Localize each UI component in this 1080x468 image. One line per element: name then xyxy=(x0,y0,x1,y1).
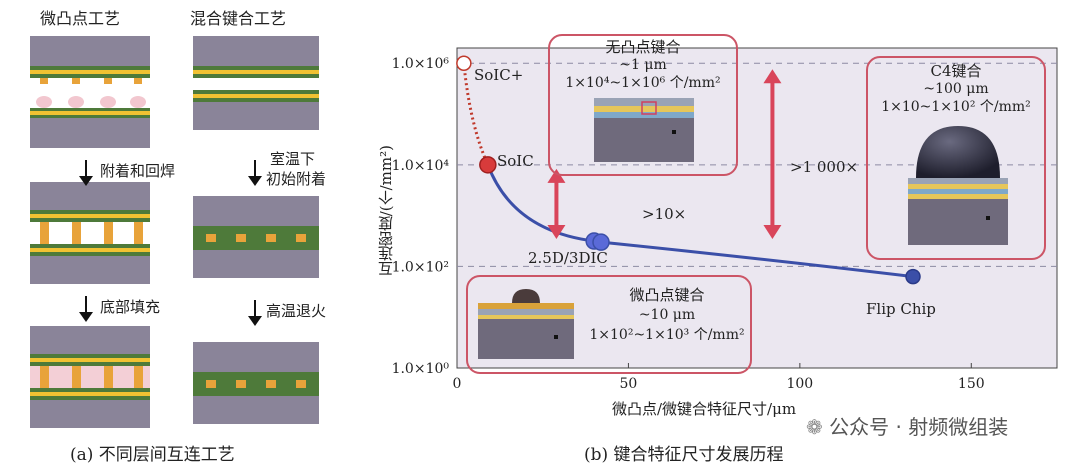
point-label-flip-chip: Flip Chip xyxy=(866,300,936,318)
y-axis-ticks: 1.0×10⁰ 1.0×10² 1.0×10⁴ 1.0×10⁶ xyxy=(392,56,450,377)
point-label-soic-plus: SoIC+ xyxy=(474,66,524,84)
callout-c4-size: ~100 μm xyxy=(923,81,989,97)
y-tick-label: 1.0×10⁴ xyxy=(392,158,450,174)
trend-line-dotted xyxy=(462,63,490,166)
point-label-soic: SoIC xyxy=(497,152,534,170)
callout-c4-title: C4键合 xyxy=(930,62,982,80)
arrow-down-icon xyxy=(248,300,262,326)
arrow-down-icon xyxy=(79,296,93,322)
arrow-down-icon xyxy=(248,160,262,186)
callout-bumpless-title: 无凸点键合 xyxy=(605,38,681,56)
step1-right-label-line1: 室温下 xyxy=(270,150,316,168)
point-label-2-5d-3dic: 2.5D/3DIC xyxy=(528,249,608,267)
callout-bumpless-density: 1×10⁴~1×10⁶ 个/mm² xyxy=(565,75,721,91)
x-axis-ticks: 0 50 100 150 xyxy=(453,363,985,392)
microbump-reflow xyxy=(30,182,150,284)
callout-c4-density: 1×10~1×10² 个/mm² xyxy=(881,99,1031,115)
trend-line xyxy=(486,164,914,279)
hybrid-initial-attach xyxy=(193,196,319,278)
arrow-down-head-icon xyxy=(763,225,782,240)
ratio-arrows xyxy=(547,69,782,240)
watermark-text: 公众号 · 射频微组装 xyxy=(829,415,1009,439)
data-point xyxy=(592,233,610,251)
ratio-1000-arrow xyxy=(763,69,782,240)
panel-a-caption: (a) 不同层间互连工艺 xyxy=(70,445,235,465)
process-illustrations xyxy=(30,36,319,428)
arrow-down-head-icon xyxy=(547,225,566,240)
step1-right-label-line2: 初始附着 xyxy=(266,170,327,188)
ratio-10-arrow xyxy=(547,168,566,240)
arrow-up-head-icon xyxy=(547,168,566,183)
x-axis-label: 微凸点/微键合特征尺寸/μm xyxy=(612,400,797,418)
x-tick-label: 150 xyxy=(958,376,985,392)
callout-microbump-size: ~10 μm xyxy=(638,307,696,323)
microbump-underfill xyxy=(30,326,150,428)
y-tick-label: 1.0×10⁶ xyxy=(392,56,450,72)
y-tick-label: 1.0×10² xyxy=(392,259,449,275)
callout-bumpless: 无凸点键合 ~1 μm 1×10⁴~1×10⁶ 个/mm² xyxy=(548,34,738,176)
y-axis-label: 互连密度/(个/mm²) xyxy=(377,145,395,277)
watermark: ❁ 公众号 · 射频微组装 xyxy=(806,411,1008,440)
panel-b-caption: (b) 键合特征尺寸发展历程 xyxy=(584,445,784,465)
c4-bump-illustration xyxy=(908,126,1008,245)
arrow-up-head-icon xyxy=(763,69,782,84)
data-point xyxy=(456,55,472,71)
callout-microbump-title: 微凸点键合 xyxy=(629,286,705,304)
ratio-10-label: >10× xyxy=(642,205,687,223)
ratio-1000-label: >1 000× xyxy=(790,158,859,176)
data-points xyxy=(456,55,921,285)
data-point xyxy=(479,156,497,174)
bumpless-chip-illustration xyxy=(594,98,694,162)
x-tick-label: 100 xyxy=(786,376,813,392)
col1-title: 微凸点工艺 xyxy=(40,9,121,28)
hybrid-annealed xyxy=(193,342,319,424)
callout-bumpless-size: ~1 μm xyxy=(619,57,667,73)
wechat-icon: ❁ xyxy=(806,415,830,439)
hybrid-before xyxy=(193,36,319,130)
microbump-chip-illustration xyxy=(478,289,574,359)
microbump-before xyxy=(30,36,150,148)
data-point xyxy=(905,268,921,285)
x-tick-label: 50 xyxy=(620,376,638,392)
arrow-down-icon xyxy=(79,160,93,186)
x-tick-label: 0 xyxy=(453,376,462,392)
callout-microbump: 微凸点键合 ~10 μm 1×10²~1×10³ 个/mm² xyxy=(466,275,752,374)
step1-left-label: 附着和回焊 xyxy=(100,162,176,180)
callout-microbump-density: 1×10²~1×10³ 个/mm² xyxy=(589,327,745,343)
step2-left-label: 底部填充 xyxy=(100,298,161,316)
col2-title: 混合键合工艺 xyxy=(190,9,287,28)
callout-c4: C4键合 ~100 μm 1×10~1×10² 个/mm² xyxy=(866,56,1046,260)
step2-right-label: 高温退火 xyxy=(266,302,327,320)
y-tick-label: 1.0×10⁰ xyxy=(392,361,450,377)
